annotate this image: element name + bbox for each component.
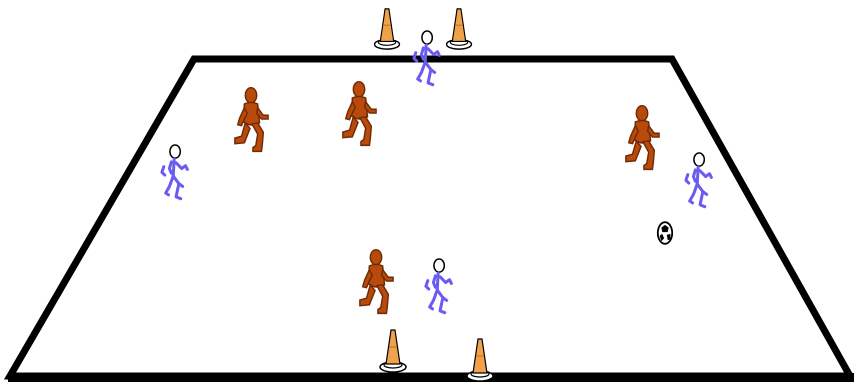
cone-bottom-left-traffic-cone-icon — [380, 330, 406, 372]
blue-player-2-running-player-icon — [162, 145, 187, 199]
field-outline — [8, 59, 854, 382]
players-layer — [162, 31, 711, 313]
soccer-ball-icon — [658, 222, 672, 244]
blue-player-3-running-player-icon — [686, 153, 711, 207]
cone-top-right-traffic-cone-icon — [447, 9, 472, 49]
orange-player-2-running-player-icon — [343, 82, 376, 146]
orange-player-3-running-player-icon — [626, 106, 659, 170]
cones-layer — [375, 9, 493, 381]
blue-player-4-running-player-icon — [426, 259, 451, 313]
ball-layer — [658, 222, 672, 244]
cone-bottom-right-traffic-cone-icon — [467, 339, 493, 381]
orange-player-4-running-player-icon — [360, 250, 393, 314]
cone-top-left-traffic-cone-icon — [375, 9, 400, 49]
orange-player-1-running-player-icon — [235, 88, 268, 152]
